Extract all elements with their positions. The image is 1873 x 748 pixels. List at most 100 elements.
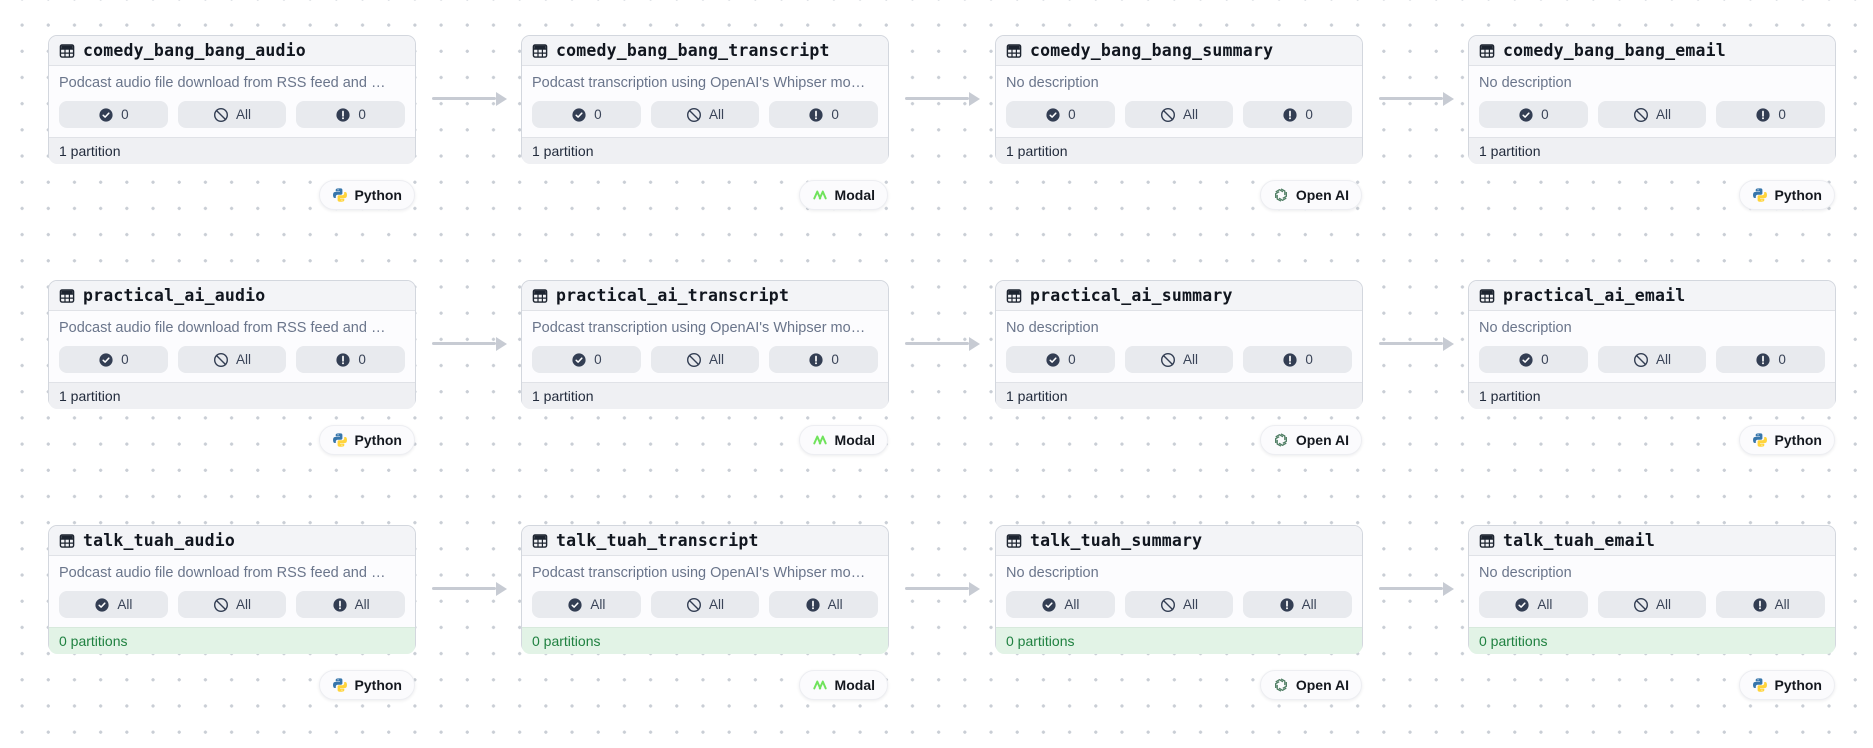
missing-partitions-count: All: [1656, 597, 1672, 612]
asset-node[interactable]: practical_ai_audio Podcast audio file do…: [48, 280, 416, 455]
missing-partitions-pill[interactable]: All: [177, 591, 287, 618]
asset-node[interactable]: talk_tuah_audio Podcast audio file downl…: [48, 525, 416, 700]
materialized-count-pill[interactable]: All: [1479, 591, 1588, 618]
missing-partitions-pill[interactable]: All: [177, 346, 287, 373]
failed-count-pill[interactable]: 0: [296, 101, 406, 128]
materialized-count-pill[interactable]: 0: [59, 101, 168, 128]
partitions-label: 1 partition: [59, 388, 121, 404]
failed-count-pill[interactable]: 0: [1243, 346, 1353, 373]
check-circle-icon: [571, 352, 587, 368]
materialized-count-pill[interactable]: 0: [532, 101, 641, 128]
missing-partitions-pill[interactable]: All: [1597, 101, 1707, 128]
table-icon: [1006, 533, 1022, 549]
tech-badge[interactable]: Python: [1738, 425, 1835, 455]
tech-badge-label: Python: [354, 432, 402, 448]
asset-description: No description: [1479, 565, 1572, 581]
missing-partitions-pill[interactable]: All: [177, 101, 287, 128]
tech-badge[interactable]: Python: [1738, 180, 1835, 210]
materialized-count: 0: [1068, 107, 1076, 122]
failed-count-pill[interactable]: 0: [769, 346, 879, 373]
asset-node-header: comedy_bang_bang_audio: [49, 36, 415, 66]
asset-description: Podcast audio file download from RSS fee…: [59, 565, 386, 581]
asset-description: Podcast transcription using OpenAI's Whi…: [532, 320, 866, 336]
failed-count-pill[interactable]: All: [769, 591, 879, 618]
asset-node-header: comedy_bang_bang_transcript: [522, 36, 888, 66]
missing-partitions-pill[interactable]: All: [1597, 346, 1707, 373]
failed-count-pill[interactable]: All: [1716, 591, 1826, 618]
tech-badge[interactable]: Python: [318, 425, 415, 455]
asset-node[interactable]: comedy_bang_bang_audio Podcast audio fil…: [48, 35, 416, 210]
missing-partitions-count: All: [236, 107, 252, 122]
materialized-count-pill[interactable]: All: [532, 591, 641, 618]
modal-icon: [812, 432, 828, 448]
partitions-footer: 1 partition: [522, 382, 888, 409]
failed-count-pill[interactable]: 0: [1243, 101, 1353, 128]
tech-badge[interactable]: Open AI: [1259, 425, 1362, 455]
asset-node-body: Podcast transcription using OpenAI's Whi…: [522, 311, 888, 382]
tech-badge[interactable]: Modal: [798, 425, 888, 455]
asset-node[interactable]: comedy_bang_bang_email No description 0: [1468, 35, 1836, 210]
tech-badge[interactable]: Python: [318, 180, 415, 210]
tech-badge-label: Open AI: [1295, 432, 1349, 448]
partition-status-row: All All: [1006, 591, 1353, 618]
materialized-count: 0: [594, 352, 602, 367]
materialized-count-pill[interactable]: All: [59, 591, 168, 618]
asset-node-body: Podcast audio file download from RSS fee…: [49, 311, 415, 382]
failed-count-pill[interactable]: 0: [1716, 101, 1826, 128]
materialized-count-pill[interactable]: All: [1006, 591, 1115, 618]
failed-count-pill[interactable]: 0: [1716, 346, 1826, 373]
asset-node[interactable]: practical_ai_email No description 0: [1468, 280, 1836, 455]
missing-partitions-pill[interactable]: All: [1124, 591, 1234, 618]
failed-count-pill[interactable]: 0: [769, 101, 879, 128]
tech-badge-label: Modal: [834, 677, 875, 693]
missing-partitions-count: All: [709, 352, 725, 367]
missing-partitions-pill[interactable]: All: [650, 346, 760, 373]
tech-badge[interactable]: Open AI: [1259, 180, 1362, 210]
asset-node[interactable]: practical_ai_summary No description 0: [995, 280, 1363, 455]
failed-count-pill[interactable]: 0: [296, 346, 406, 373]
asset-description: No description: [1006, 565, 1099, 581]
edge-arrow: [1379, 336, 1454, 351]
asset-node-header: talk_tuah_transcript: [522, 526, 888, 556]
partitions-label: 1 partition: [532, 388, 594, 404]
edge-arrow: [432, 336, 507, 351]
asset-node-body: No description 0: [1469, 311, 1835, 382]
modal-icon: [812, 677, 828, 693]
missing-partitions-pill[interactable]: All: [1597, 591, 1707, 618]
alert-circle-icon: [1282, 352, 1298, 368]
materialized-count-pill[interactable]: 0: [1479, 101, 1588, 128]
materialized-count-pill[interactable]: 0: [532, 346, 641, 373]
materialized-count-pill[interactable]: 0: [1006, 346, 1115, 373]
tech-badge[interactable]: Python: [318, 670, 415, 700]
edge-arrow: [432, 91, 507, 106]
tech-badge[interactable]: Modal: [798, 670, 888, 700]
failed-count-pill[interactable]: All: [1243, 591, 1353, 618]
python-icon: [332, 187, 348, 203]
edge-arrow: [1379, 581, 1454, 596]
alert-circle-icon: [335, 107, 351, 123]
missing-partitions-pill[interactable]: All: [650, 591, 760, 618]
asset-node[interactable]: talk_tuah_summary No description All: [995, 525, 1363, 700]
asset-node[interactable]: comedy_bang_bang_transcript Podcast tran…: [521, 35, 889, 210]
tech-badge[interactable]: Python: [1738, 670, 1835, 700]
asset-node[interactable]: talk_tuah_transcript Podcast transcripti…: [521, 525, 889, 700]
table-icon: [532, 288, 548, 304]
alert-circle-icon: [808, 352, 824, 368]
missing-partitions-pill[interactable]: All: [650, 101, 760, 128]
check-circle-icon: [571, 107, 587, 123]
partitions-label: 0 partitions: [59, 633, 128, 649]
asset-node[interactable]: practical_ai_transcript Podcast transcri…: [521, 280, 889, 455]
asset-node[interactable]: comedy_bang_bang_summary No description …: [995, 35, 1363, 210]
materialized-count-pill[interactable]: 0: [1479, 346, 1588, 373]
materialized-count-pill[interactable]: 0: [59, 346, 168, 373]
materialized-count-pill[interactable]: 0: [1006, 101, 1115, 128]
tech-badge-label: Python: [1774, 187, 1822, 203]
missing-partitions-pill[interactable]: All: [1124, 346, 1234, 373]
tech-badge[interactable]: Modal: [798, 180, 888, 210]
alert-circle-icon: [1752, 597, 1768, 613]
asset-node[interactable]: talk_tuah_email No description All: [1468, 525, 1836, 700]
missing-partitions-pill[interactable]: All: [1124, 101, 1234, 128]
failed-count-pill[interactable]: All: [296, 591, 406, 618]
tech-badge[interactable]: Open AI: [1259, 670, 1362, 700]
